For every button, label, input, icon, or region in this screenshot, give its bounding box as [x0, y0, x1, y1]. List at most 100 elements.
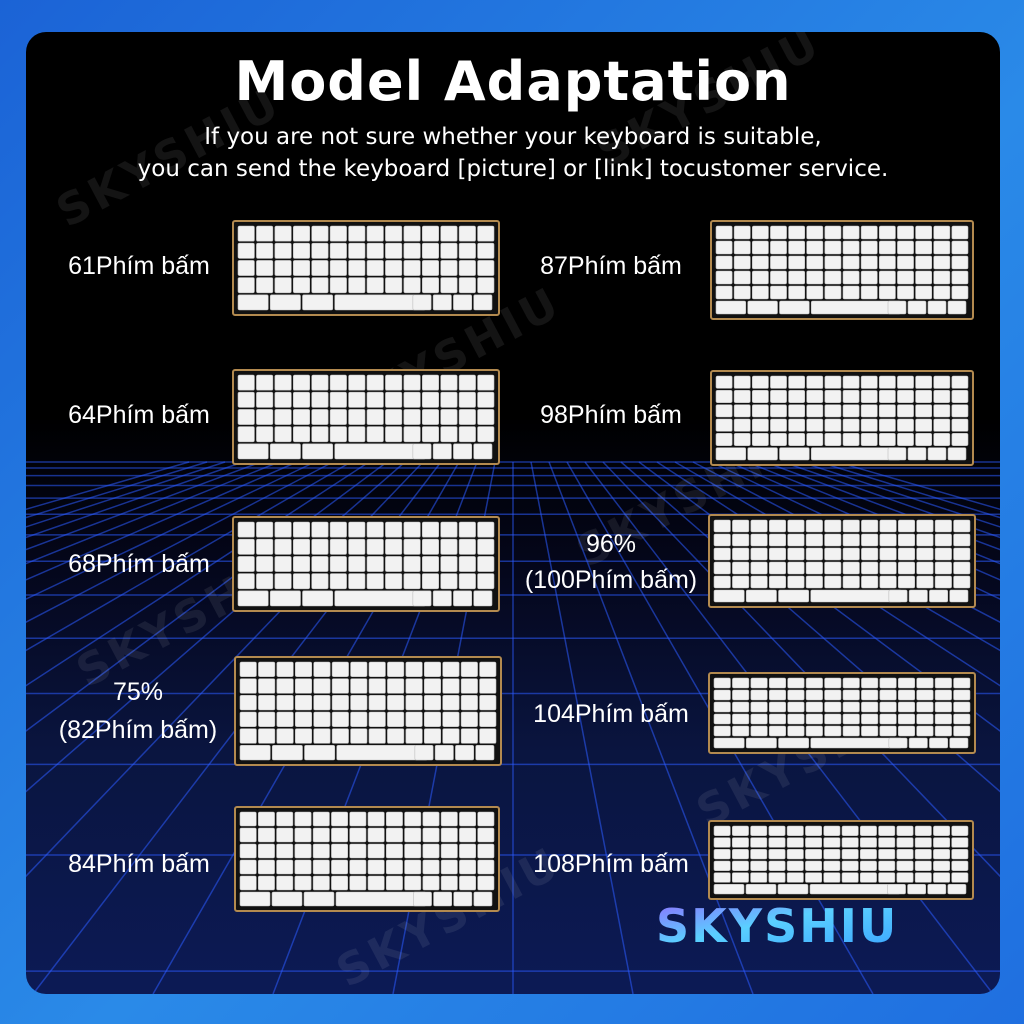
keycap: [751, 225, 769, 240]
keycap: [805, 533, 823, 547]
keycap: [458, 521, 476, 538]
keycap: [751, 375, 769, 389]
keycap: [927, 447, 947, 461]
keycap: [842, 533, 860, 547]
keycap: [953, 561, 971, 575]
keycap: [861, 713, 879, 725]
keycap: [823, 860, 841, 871]
keycap: [349, 827, 367, 843]
keycap: [336, 745, 428, 761]
keycap: [274, 426, 292, 443]
keycap: [897, 418, 914, 432]
keycap: [368, 711, 386, 727]
keycap: [294, 711, 313, 727]
keycap: [770, 270, 787, 285]
keycap: [329, 521, 347, 538]
keycap: [302, 590, 334, 607]
keycap: [861, 533, 879, 547]
keycap: [805, 860, 823, 871]
keycap: [403, 556, 421, 572]
keycap: [788, 433, 806, 446]
keycap: [861, 519, 879, 533]
keycap: [312, 827, 330, 843]
keycap: [768, 825, 786, 836]
keycap: [732, 701, 750, 713]
keycap: [414, 745, 434, 761]
keycap: [385, 260, 403, 276]
subtitle-line-2: you can send the keyboard [picture] or […: [137, 156, 889, 182]
keycap: [787, 713, 805, 725]
keycap: [458, 374, 476, 391]
keycap: [405, 678, 423, 694]
keycap: [914, 872, 932, 883]
keycap: [768, 677, 787, 689]
keycap: [311, 538, 329, 555]
keycap: [385, 811, 403, 827]
keycap: [311, 277, 329, 294]
keycap: [787, 677, 805, 689]
keycap: [860, 225, 878, 240]
keycap: [348, 391, 366, 408]
keycap: [824, 575, 842, 589]
keycap: [385, 277, 403, 294]
keycap: [312, 875, 330, 891]
keycap: [440, 859, 458, 875]
keycap: [768, 872, 786, 883]
keycap: [878, 270, 896, 285]
keycap: [732, 677, 750, 689]
keycap: [914, 860, 932, 871]
keycap: [453, 294, 473, 311]
keycap: [237, 391, 255, 408]
keycap: [806, 270, 824, 285]
keycap: [715, 255, 733, 270]
keycap: [348, 225, 366, 242]
keycap: [274, 242, 292, 259]
keycap: [933, 860, 951, 871]
keycap: [475, 745, 495, 761]
keycap: [879, 689, 897, 701]
keycap: [951, 375, 969, 389]
keycap: [239, 678, 257, 694]
keycap: [256, 277, 274, 294]
keycap: [770, 240, 787, 255]
keycap: [841, 849, 859, 860]
keycap: [824, 240, 842, 255]
keycap: [256, 260, 274, 276]
keycap: [334, 443, 426, 460]
keycap: [329, 260, 347, 276]
keycap: [860, 270, 878, 285]
keycap: [933, 837, 951, 848]
keycap: [294, 859, 312, 875]
keycap: [897, 689, 916, 701]
keycap: [237, 590, 269, 607]
keycap: [459, 811, 477, 827]
keycap: [842, 725, 860, 737]
keycap: [897, 225, 914, 240]
keycap: [715, 285, 733, 300]
keycap: [916, 725, 934, 737]
keycap: [907, 300, 927, 315]
keycap: [788, 240, 806, 255]
keycap: [788, 375, 806, 389]
keycap: [440, 875, 458, 891]
keycap: [908, 737, 928, 749]
page-title: Model Adaptation: [234, 50, 792, 113]
keycap: [731, 849, 749, 860]
keycap: [422, 859, 440, 875]
keycap: [460, 711, 478, 727]
keycap: [841, 837, 859, 848]
keycap: [842, 390, 860, 403]
keycap: [768, 575, 787, 589]
keycap-grid: [713, 519, 971, 603]
keycap: [896, 849, 914, 860]
keycap: [413, 891, 432, 907]
keycap: [274, 573, 292, 590]
keycap: [433, 891, 453, 907]
keycap: [750, 872, 768, 883]
keycap: [897, 270, 914, 285]
keycap: [403, 374, 421, 391]
keycap: [453, 891, 473, 907]
keycap: [842, 575, 860, 589]
keycap: [824, 390, 842, 403]
keycap: [348, 409, 366, 425]
